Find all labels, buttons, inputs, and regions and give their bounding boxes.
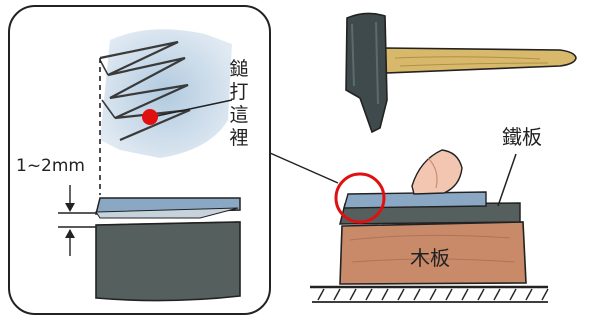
blade-steel-closeup — [95, 197, 241, 302]
hammer-here-char-1: 鎚 — [229, 58, 249, 80]
ground-surface — [310, 285, 549, 303]
hammer-here-char-3: 這 — [229, 104, 249, 126]
hammer-here-char-2: 打 — [229, 81, 249, 103]
gap-dimension-label: 1~2mm — [16, 156, 85, 176]
target-dot-icon — [142, 99, 233, 125]
gap-dimension-arrows — [58, 185, 96, 256]
hammer-icon — [345, 12, 577, 134]
blade-edge-closeup — [99, 29, 232, 159]
hammer-here-label: 鎚 打 這 裡 — [227, 58, 251, 150]
highlight-circle-icon — [334, 172, 386, 224]
pressing-finger — [411, 149, 463, 195]
hammer-here-char-4: 裡 — [229, 127, 249, 149]
steel-plate-label: 鐵板 — [502, 125, 542, 149]
wood-board-label: 木板 — [410, 246, 450, 270]
